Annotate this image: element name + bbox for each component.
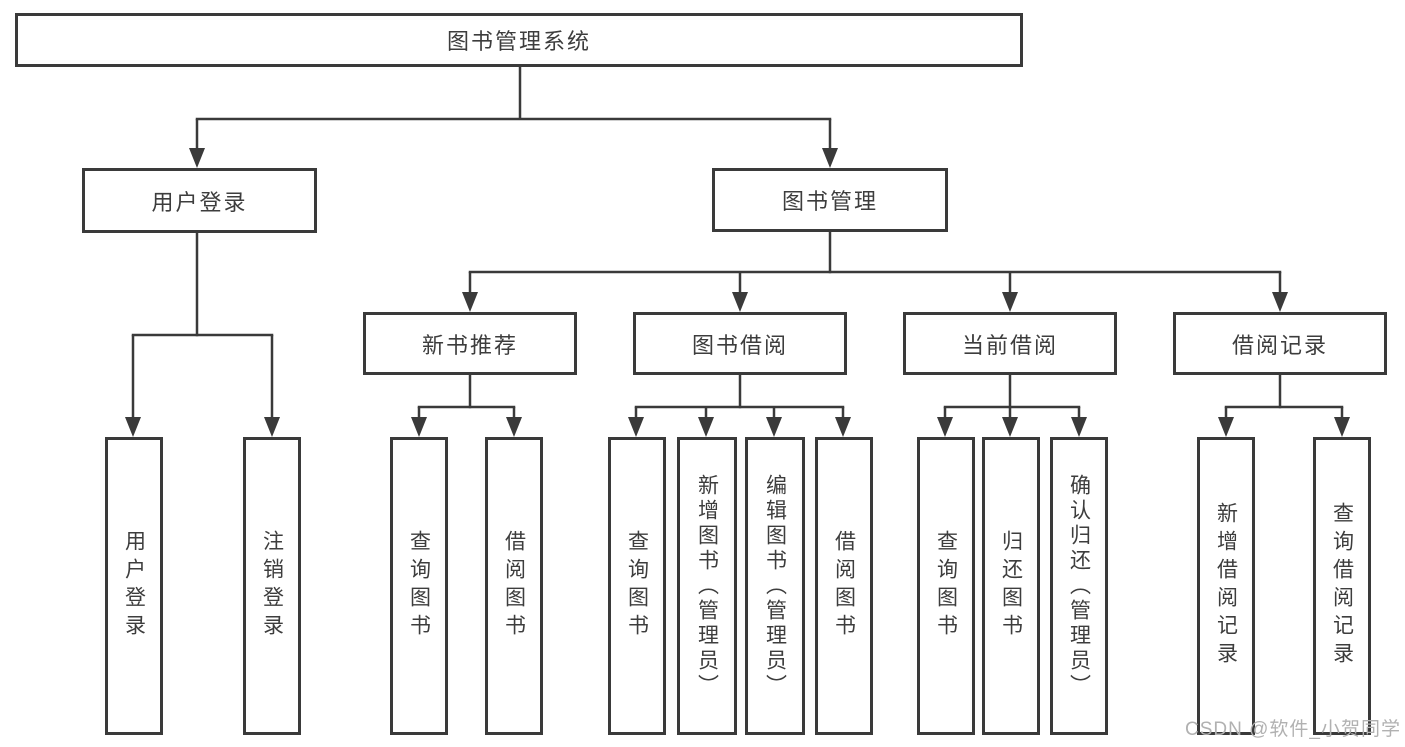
arrowheads xyxy=(125,148,1350,437)
leaf-label: 借阅图书 xyxy=(502,530,526,642)
node-label: 当前借阅 xyxy=(961,332,1058,358)
node-user-login-group: 用户登录 xyxy=(82,168,317,233)
node-label: 图书管理 xyxy=(781,189,878,214)
leaf-query-books-current: 查询图书 xyxy=(917,437,975,735)
node-label: 图书借阅 xyxy=(691,332,788,358)
leaf-label: 确认归还（管理员） xyxy=(1067,473,1091,699)
node-book-borrowing: 图书借阅 xyxy=(633,312,847,375)
leaf-label: 查询图书 xyxy=(407,530,431,642)
leaf-return-books: 归还图书 xyxy=(982,437,1040,735)
leaf-label: 注销登录 xyxy=(260,530,284,642)
node-current-borrowing: 当前借阅 xyxy=(903,312,1117,375)
leaf-label: 编辑图书（管理员） xyxy=(763,473,787,699)
leaf-label: 查询图书 xyxy=(934,530,958,642)
leaf-query-borrow-record: 查询借阅记录 xyxy=(1313,437,1371,735)
node-book-management-system: 图书管理系统 xyxy=(15,13,1023,67)
leaf-confirm-return-admin: 确认归还（管理员） xyxy=(1050,437,1108,735)
node-label: 借阅记录 xyxy=(1231,332,1328,358)
leaf-label: 新增借阅记录 xyxy=(1214,502,1238,670)
node-borrowing-records: 借阅记录 xyxy=(1173,312,1387,375)
leaf-borrow-books-newbook: 借阅图书 xyxy=(485,437,543,735)
leaf-edit-book-admin: 编辑图书（管理员） xyxy=(745,437,805,735)
node-new-book-recommend: 新书推荐 xyxy=(363,312,577,375)
csdn-watermark: CSDN @软件_小贺同学 xyxy=(1185,719,1401,740)
leaf-add-borrow-record: 新增借阅记录 xyxy=(1197,437,1255,735)
node-label: 图书管理系统 xyxy=(446,29,591,54)
leaf-borrow-books-borrowing: 借阅图书 xyxy=(815,437,873,735)
leaf-label: 借阅图书 xyxy=(832,530,856,642)
leaf-user-login: 用户登录 xyxy=(105,437,163,735)
leaf-logout: 注销登录 xyxy=(243,437,301,735)
leaf-label: 新增图书（管理员） xyxy=(695,473,719,699)
leaf-label: 查询借阅记录 xyxy=(1330,502,1354,670)
leaf-query-books-borrowing: 查询图书 xyxy=(608,437,666,735)
node-label: 新书推荐 xyxy=(421,332,518,358)
leaf-label: 查询图书 xyxy=(625,530,649,642)
leaf-add-book-admin: 新增图书（管理员） xyxy=(677,437,737,735)
leaf-query-books-newbook: 查询图书 xyxy=(390,437,448,735)
leaf-label: 归还图书 xyxy=(999,530,1023,642)
node-label: 用户登录 xyxy=(151,189,248,215)
node-book-management: 图书管理 xyxy=(712,168,948,232)
leaf-label: 用户登录 xyxy=(122,530,146,642)
